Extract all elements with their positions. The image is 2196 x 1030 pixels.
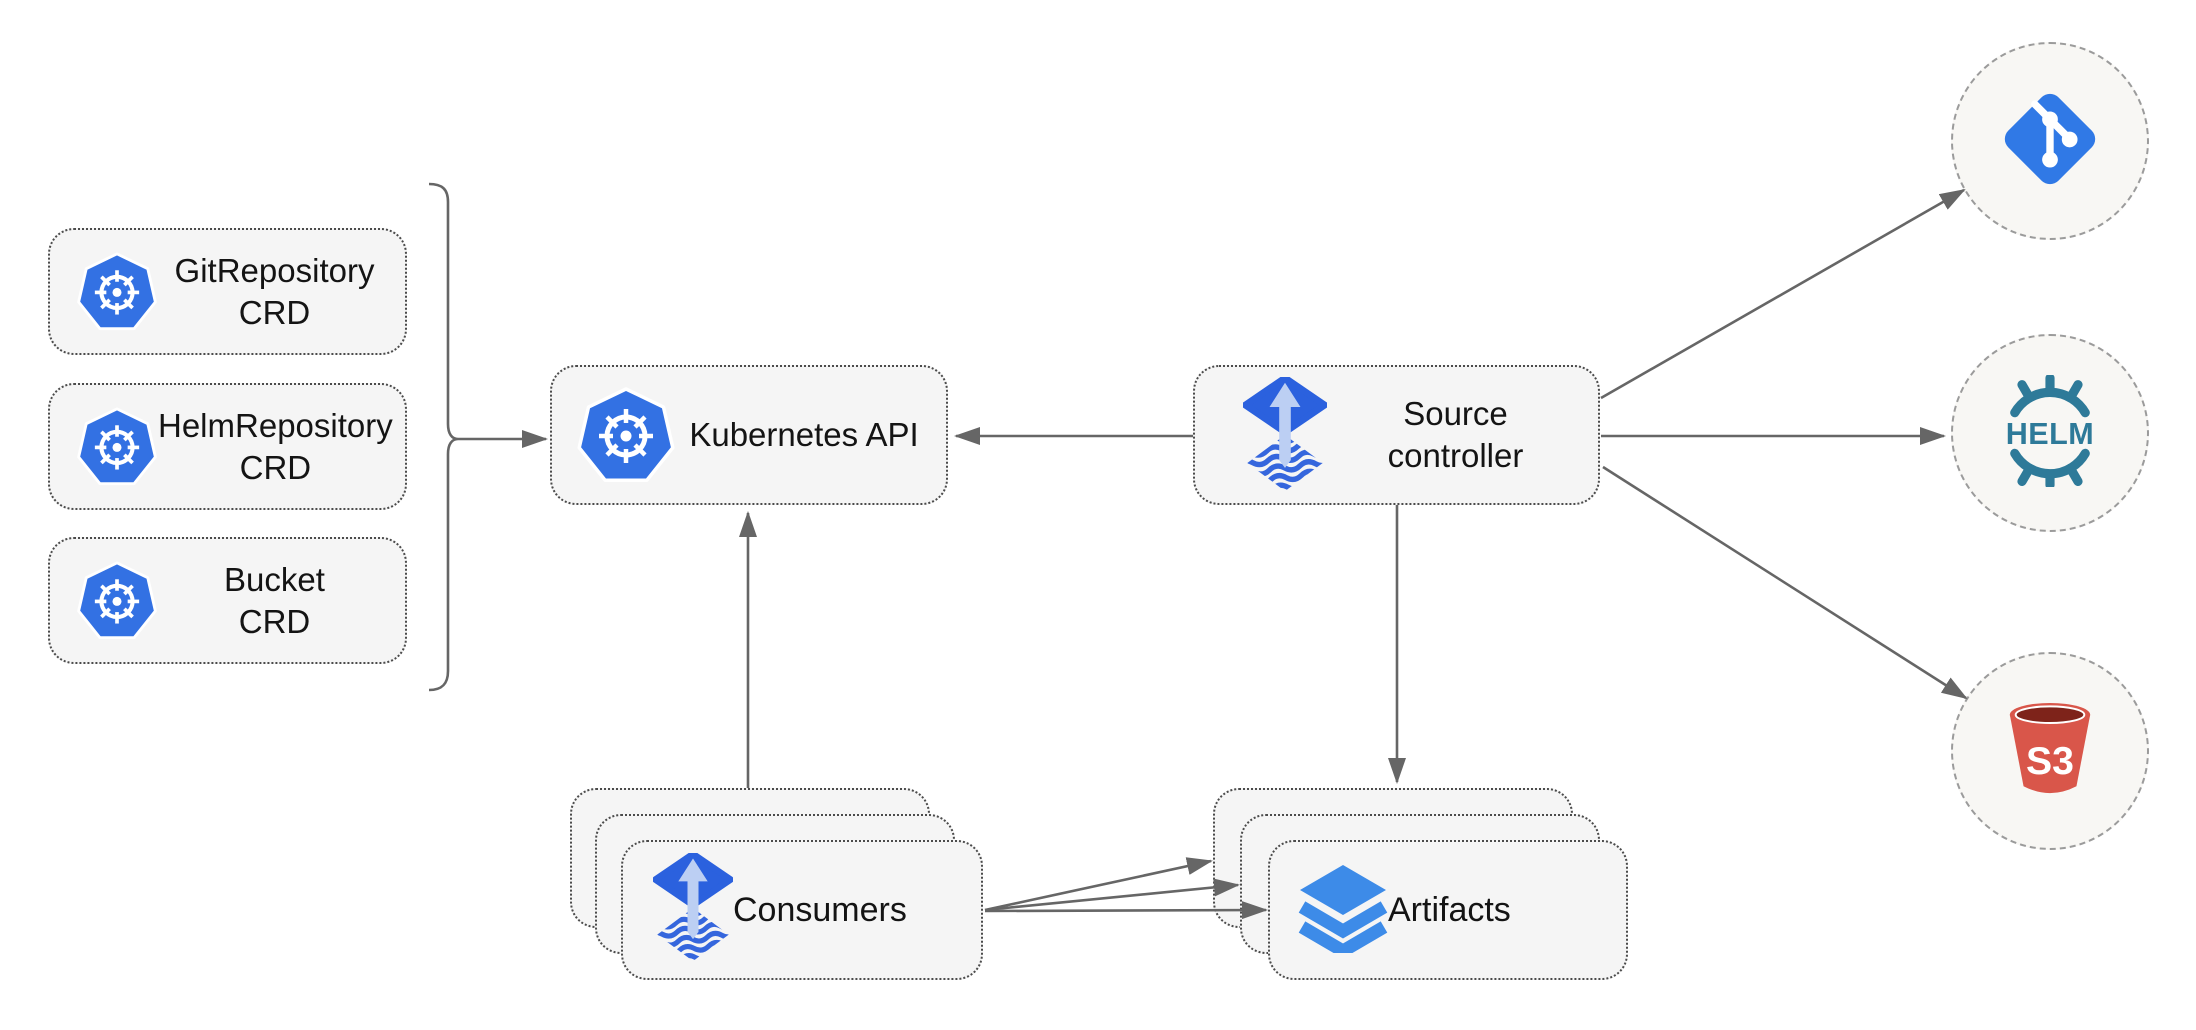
- label-line2: CRD: [238, 602, 311, 640]
- label-line2: controller: [1387, 437, 1524, 474]
- label-line1: Source: [1403, 395, 1508, 433]
- arrow-source-to-s3: [1602, 465, 1968, 700]
- label-line1: GitRepository: [174, 251, 375, 289]
- s3-bucket-icon: S3: [2001, 695, 2099, 808]
- node-artifacts: Artifacts: [1268, 840, 1628, 980]
- node-gitrepository-crd: GitRepository CRD: [48, 228, 407, 355]
- external-s3-bucket: S3: [1951, 652, 2149, 850]
- external-git-source: [1951, 42, 2149, 240]
- arrow-consumers-to-artifacts-2: [984, 878, 1240, 912]
- kubernetes-icon: [576, 386, 676, 484]
- label-line2: CRD: [238, 293, 311, 331]
- node-label: Kubernetes API: [689, 416, 919, 454]
- layers-icon: [1298, 863, 1388, 959]
- flux-icon: [652, 850, 734, 968]
- label-line1: Bucket: [224, 560, 325, 598]
- kubernetes-icon: [76, 406, 158, 487]
- arrow-source-to-git: [1600, 188, 1966, 400]
- node-kubernetes-api: Kubernetes API: [550, 365, 948, 505]
- helm-label: HELM: [2006, 417, 2095, 451]
- s3-label: S3: [2026, 740, 2074, 783]
- external-helm-repository: HELM: [1951, 334, 2149, 532]
- node-consumers: Consumers: [621, 840, 983, 980]
- flux-icon: [1243, 377, 1327, 493]
- git-icon: [1991, 80, 2109, 203]
- helm-icon: HELM: [1994, 372, 2106, 492]
- kubernetes-icon: [76, 251, 158, 332]
- node-label: Source controller: [1327, 393, 1598, 476]
- label-line2: CRD: [239, 448, 312, 486]
- node-source-controller: Source controller: [1193, 365, 1600, 505]
- kubernetes-icon: [76, 560, 158, 641]
- node-label: Artifacts: [1388, 890, 1511, 929]
- node-bucket-crd: Bucket CRD: [48, 537, 407, 664]
- label-line1: HelmRepository: [158, 406, 393, 444]
- node-label: HelmRepository CRD: [158, 405, 407, 488]
- crd-group-bracket: [428, 182, 459, 692]
- arrow-consumers-to-artifacts-1: [984, 857, 1213, 912]
- node-label: GitRepository CRD: [158, 250, 405, 333]
- node-label: Consumers: [733, 890, 907, 929]
- node-label: Bucket CRD: [158, 559, 405, 642]
- node-helmrepository-crd: HelmRepository CRD: [48, 383, 407, 510]
